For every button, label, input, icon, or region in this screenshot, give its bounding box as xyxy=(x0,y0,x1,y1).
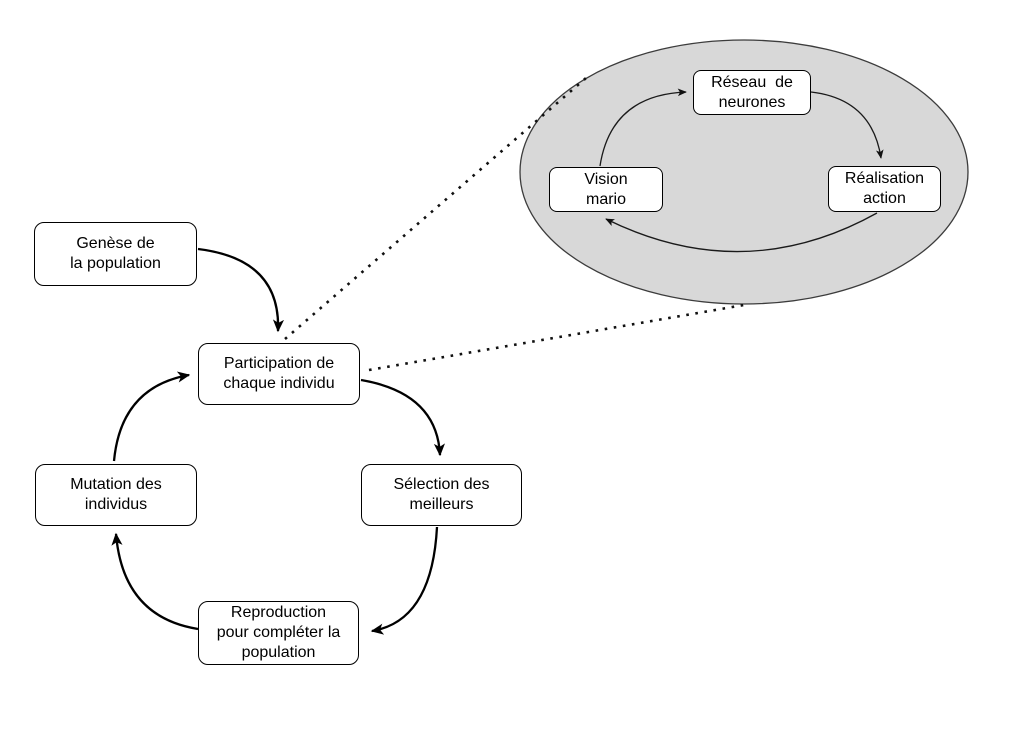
node-participation-label: Participation de chaque individu xyxy=(223,355,335,392)
node-selection-label: Sélection des meilleurs xyxy=(393,476,490,513)
detail-ellipse xyxy=(519,39,969,305)
node-selection-meilleurs: Sélection des meilleurs xyxy=(361,464,522,526)
node-reproduction-population: Reproduction pour compléter la populatio… xyxy=(198,601,359,665)
node-genese-label: Genèse de la population xyxy=(70,235,161,272)
node-realisation-action: Réalisation action xyxy=(828,166,941,212)
arrow-vision-to-reseau xyxy=(599,88,687,167)
node-genese-population: Genèse de la population xyxy=(34,222,197,286)
arrow-mutation-to-participation xyxy=(112,371,191,462)
node-reseau-neurones: Réseau de neurones xyxy=(693,70,811,115)
node-realisation-label: Réalisation action xyxy=(844,170,925,207)
arrow-reseau-to-realisation xyxy=(810,91,884,159)
node-mutation-individus: Mutation des individus xyxy=(35,464,197,526)
arrow-genese-to-participation xyxy=(197,247,285,333)
node-reseau-label: Réseau de neurones xyxy=(711,73,793,111)
arrow-realisation-to-vision xyxy=(605,212,878,253)
zoom-link-upper xyxy=(284,77,587,340)
arrow-reproduction-to-mutation xyxy=(111,532,199,631)
node-vision-label: Vision mario xyxy=(584,170,628,208)
arrow-selection-to-reproduction xyxy=(370,526,439,635)
arrow-participation-to-selection xyxy=(360,378,446,457)
node-participation-individu: Participation de chaque individu xyxy=(198,343,360,405)
zoom-link-lower xyxy=(368,303,745,372)
node-reproduction-label: Reproduction pour compléter la populatio… xyxy=(216,604,341,661)
node-vision-mario: Vision mario xyxy=(549,167,663,212)
node-mutation-label: Mutation des individus xyxy=(70,476,162,513)
